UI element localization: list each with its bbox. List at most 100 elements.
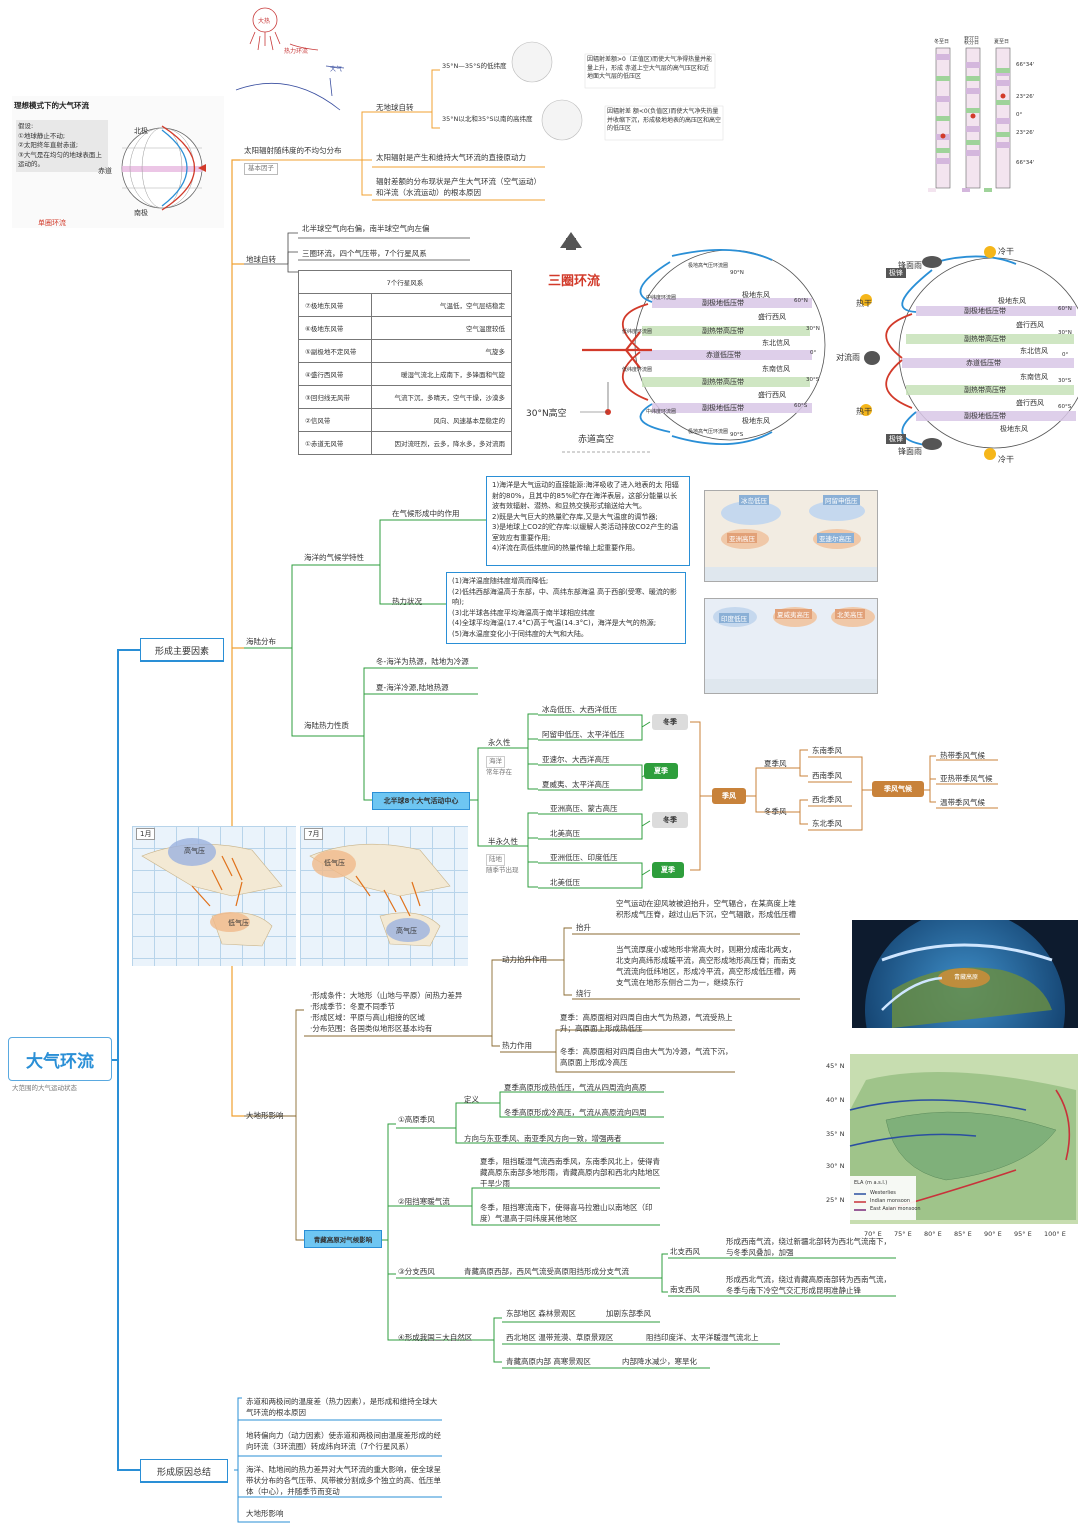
center-item: 北美高压 <box>550 829 580 838</box>
qt-item[interactable]: ④形成我国三大自然区 <box>398 1333 473 1342</box>
polar-front-tag: 极锋 <box>886 434 906 444</box>
qt1b-text: 冬季高原形成冷高压，气流从高原流向四周 <box>504 1108 647 1117</box>
map-label: 低气压 <box>228 919 249 927</box>
monsoon-map-jul: 7月 低气压 高气压 <box>300 826 468 966</box>
terrain-conditions: ·形成条件：大地形（山地与平原）间热力差异 ·形成季节：冬夏不同季节 ·形成区域… <box>310 991 463 1033</box>
belt-label: 东北信风 <box>762 339 790 347</box>
qt-item[interactable]: ③分支西风 <box>398 1267 435 1276</box>
tibet-legend: Westerlies <box>870 1190 896 1196</box>
wind-name: ②信风带 <box>298 408 372 432</box>
north-branch-text: 形成西南气流，绕过新疆北部转为西北气流南下，与冬季风叠加，加强 <box>726 1237 891 1257</box>
belt-label: 副极地低压带 <box>702 404 744 412</box>
qt2a-text: 夏季，阻挡暖湿气流西南季风，东南季风北上，使得青藏高原东南部多地形雨，青藏高原内… <box>480 1157 660 1188</box>
rotation-branch[interactable]: 地球自转 <box>246 255 276 264</box>
south-branch-node: 南支西风 <box>670 1285 700 1294</box>
season-lat-3: 0° <box>1016 112 1023 118</box>
cell-label: 低纬度环流圈 <box>622 329 653 335</box>
center-item: 阿留申低压、太平洋低压 <box>542 730 625 739</box>
no-rotation-node[interactable]: 无地球自转 <box>376 103 414 112</box>
semi-node[interactable]: 半永久性 <box>488 837 518 846</box>
tibet-map: 45° N 40° N 35° N 30° N 25° N 70° E 75° … <box>826 1050 1080 1242</box>
role-climate-node[interactable]: 在气候形成中的作用 <box>392 509 460 518</box>
zone-name: 青藏高原内部 高寒景观区 <box>506 1357 591 1366</box>
center-item: 亚洲高压、蒙古高压 <box>550 804 618 813</box>
lat-label: 30°S <box>806 377 820 383</box>
lift-text: 空气运动在迎风坡被迫抬升，空气辐合，在某高度上堆积形成气压脊，越过山后下沉，空气… <box>616 899 796 919</box>
belt-label: 副极地低压带 <box>702 299 744 307</box>
cell-label: 极地高气压环流圈 <box>688 429 729 435</box>
winter-monsoon-node: 冬季风 <box>764 807 787 816</box>
main-factors-label: 形成主要因素 <box>154 647 209 657</box>
sun-tag: 基本因子 <box>244 163 278 175</box>
permanent-node[interactable]: 永久性 <box>488 738 511 747</box>
winter-sea-node: 冬-海洋为热源，陆地为冷源 <box>376 657 469 666</box>
lat-label: 30°N <box>1058 330 1072 336</box>
handwriting-3: 大气 <box>330 66 343 73</box>
sst-map-jul: 印度低压 夏威夷高压 北美高压 <box>704 598 878 694</box>
main-factors-node[interactable]: 形成主要因素 <box>140 638 224 662</box>
qt-item[interactable]: ①高原季风 <box>398 1115 435 1124</box>
summary-node[interactable]: 形成原因总结 <box>140 1459 228 1483</box>
sst-label: 阿留申低压 <box>823 495 860 505</box>
permanent-note: 海洋 <box>486 756 505 768</box>
summer-monsoon-node: 夏季风 <box>764 759 787 768</box>
lat-label: 60°N <box>794 298 808 304</box>
sea-land-thermal-node[interactable]: 海陆热力性质 <box>304 721 349 730</box>
zone-name: 西北地区 温带荒漠、草原景观区 <box>506 1333 614 1342</box>
monsoon-node[interactable]: 季风 <box>712 788 746 804</box>
lat-label: 90°N <box>730 270 744 276</box>
land-sea-branch[interactable]: 海陆分布 <box>246 637 276 646</box>
belt-label: 盛行西风 <box>1016 321 1044 329</box>
thermal-effect-node[interactable]: 热力作用 <box>502 1041 532 1050</box>
lat-label: 60°N <box>1058 306 1072 312</box>
belt-label: 东南信风 <box>762 365 790 373</box>
summer-sea-node: 夏-海洋冷源,陆地热源 <box>376 683 449 692</box>
deflect-node: 北半球空气向右偏，南半球空气向左偏 <box>302 224 430 233</box>
centers-node[interactable]: 北半球8个大气活动中心 <box>372 792 470 810</box>
belt-label: 盛行西风 <box>758 391 786 399</box>
low-lat-note: 因辐射差额>0（正值区)而使大气净得热量并能量上升，形成 赤道上空大气层的高气压… <box>587 56 713 80</box>
climate-label: 锋面雨 <box>898 447 922 456</box>
sst-label: 冰岛低压 <box>739 495 769 505</box>
polar-front-tag: 极锋 <box>886 268 906 278</box>
ocean-climate-node[interactable]: 海洋的气候学特性 <box>304 553 364 562</box>
wind-desc: 气温低，空气层结稳定 <box>370 293 513 317</box>
thermal-node[interactable]: 热力状况 <box>392 597 422 606</box>
qt2b-text: 冬季，阻挡寒流南下，使得喜马拉雅山以南地区（印度）气温高于同纬度其他地区 <box>480 1203 653 1223</box>
qt1c-text: 方向与东亚季风、南亚季风方向一致，增强两者 <box>464 1134 622 1143</box>
tibet-node[interactable]: 青藏高原对气候影响 <box>304 1230 382 1248</box>
sun-branch[interactable]: 太阳辐射随纬度的不均匀分布 <box>244 146 342 155</box>
ideal-model-assumptions: 假设: ①地球静止不动; ②太阳终年直射赤道; ③大气是在均匀的地球表面上运动的… <box>16 120 108 172</box>
winds-title: 7个行星风系 <box>298 270 512 294</box>
season-sun-chart: 冬至日 春分日 秋分日 夏至日 66°34' 23°26' 0° 23°26' … <box>922 36 1040 200</box>
terrain-branch[interactable]: 大地形影响 <box>246 1111 284 1120</box>
qt-item[interactable]: ②阻挡寒暖气流 <box>398 1197 450 1206</box>
qt1a-text: 夏季高原形成热低压，气流从四周流向高原 <box>504 1083 647 1092</box>
single-cell-caption: 单圈环流 <box>38 219 66 227</box>
wind-desc: 暖湿气流北上成南下，多锋面和气旋 <box>370 362 513 386</box>
lift-node: 抬升 <box>576 923 591 932</box>
map-title: 1月 <box>136 828 156 840</box>
qt3a-text: 青藏高原西部，西风气流受高原阻挡形成分支气流 <box>464 1267 629 1276</box>
climate-label: 对流雨 <box>836 353 860 362</box>
lat-label: 60°S <box>794 403 808 409</box>
climate-label: 热干 <box>856 407 872 416</box>
sst-label: 亚速尔高压 <box>817 533 854 543</box>
te-summer-text: 夏季：高原面相对四周自由大气为热源，气流受热上升；高原面上形成热低压 <box>560 1013 733 1033</box>
zone-effect: 加剧东部季风 <box>606 1309 651 1318</box>
dynamic-node[interactable]: 动力抬升作用 <box>502 955 547 964</box>
tibet-legend: Indian monsoon <box>870 1198 911 1204</box>
globe-label: 青藏高原 <box>954 974 979 981</box>
south-branch-text: 形成西北气流，绕过青藏高原南部转为西南气流，冬季与南下冷空气交汇形成昆明准静止锋 <box>726 1275 891 1295</box>
season-head-1: 冬至日 <box>934 39 950 45</box>
ideal-model-title: 理想模式下的大气环流 <box>14 101 89 110</box>
cell-label: 中纬度环流圈 <box>646 409 677 415</box>
root-node[interactable]: 大气环流 <box>8 1037 112 1081</box>
semi-note: 陆地 <box>486 854 505 866</box>
lat-label: 30°S <box>1058 378 1072 384</box>
monsoon-climate-node[interactable]: 季风气候 <box>872 781 924 797</box>
eq-high-label: 赤道高空 <box>578 435 615 445</box>
climate-label: 锋面雨 <box>898 261 922 270</box>
